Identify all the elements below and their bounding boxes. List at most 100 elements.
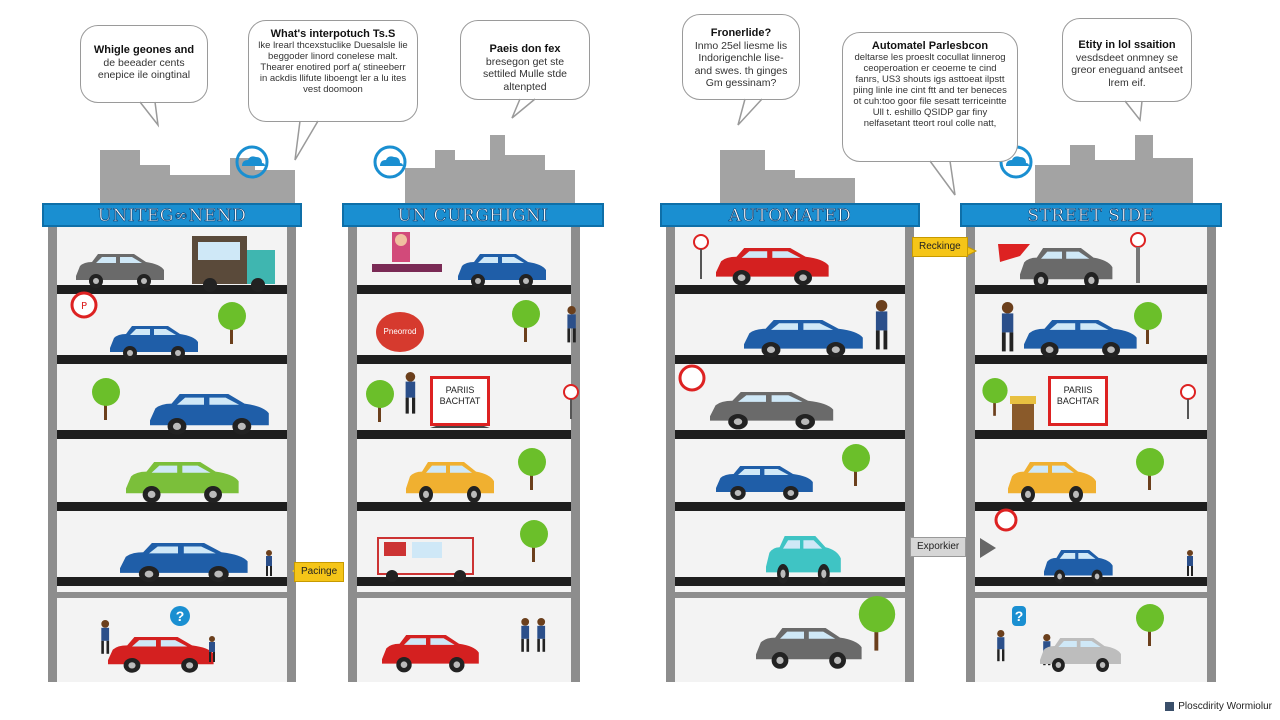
tree-icon — [982, 378, 1008, 416]
banner-label: UNITEG∞NEND — [97, 206, 247, 227]
sign-line: PARIIS — [1063, 385, 1093, 395]
tree-icon — [1134, 302, 1162, 344]
vending-kiosk-icon — [372, 232, 442, 272]
city-skyline-right — [720, 135, 1193, 210]
speech-bubble: Paeis don fex bresegon get ste settiled … — [460, 20, 590, 100]
tree-icon — [518, 448, 546, 490]
car-icon — [1024, 320, 1137, 358]
floor-slab — [975, 577, 1207, 586]
svg-text:P: P — [81, 301, 87, 312]
floor-slab — [57, 355, 287, 364]
car-icon — [110, 326, 198, 360]
floor-slab — [975, 285, 1207, 294]
tree-icon — [512, 300, 540, 342]
side-tag-label: Reckinge — [919, 241, 961, 252]
footer-credit: Ploscdirity Wormiolur — [1165, 701, 1272, 712]
car-icon — [1008, 462, 1096, 503]
tree-icon — [842, 444, 870, 486]
person-icon — [1001, 302, 1014, 352]
floor-slab — [57, 577, 287, 586]
car-icon — [150, 394, 269, 435]
bubble-text: deltarse les proeslt cocullat linnerog c… — [853, 52, 1007, 129]
no-parking-icon — [678, 364, 706, 392]
person-icon — [875, 300, 888, 350]
no-parking-icon — [1130, 232, 1146, 283]
food-truck-icon — [377, 537, 474, 582]
tree-icon — [218, 302, 246, 344]
car-icon — [108, 637, 214, 673]
car-icon — [756, 628, 862, 669]
bubble-text: Inmo 25el liesme lis Indorigenchle lise-… — [694, 39, 788, 90]
question-mark-icon: ? — [1012, 606, 1026, 626]
floor-slab — [357, 430, 571, 439]
car-icon — [1040, 638, 1121, 672]
car-icon — [1020, 248, 1113, 289]
question-mark-label: ? — [1014, 608, 1024, 624]
car-icon — [710, 392, 834, 430]
no-parking-icon — [994, 508, 1018, 532]
floor-slab — [675, 430, 905, 439]
footer-text: Ploscdirity Wormiolur — [1178, 701, 1272, 712]
bubble-text: lke lrearl thcexstuclike Duesalsle lie b… — [258, 40, 408, 95]
speech-bubble: What's interpotuch Ts.S lke lrearl thcex… — [248, 20, 418, 122]
floor-slab — [57, 430, 287, 439]
car-icon — [716, 248, 829, 286]
floor-slab — [675, 502, 905, 511]
tree-icon — [366, 380, 394, 422]
floor-slab — [357, 502, 571, 511]
bubble-title: What's interpotuch Ts.S — [270, 28, 396, 40]
question-mark-label: ? — [175, 608, 185, 624]
tree-icon — [92, 378, 120, 420]
car-icon — [1044, 550, 1113, 584]
floor-slab — [675, 577, 905, 586]
car-icon — [76, 254, 164, 288]
floor-slab — [57, 592, 287, 598]
parking-sign: PARIIS BACHTAR — [1048, 376, 1108, 426]
tree-icon — [858, 596, 896, 651]
tree-icon — [1136, 448, 1164, 490]
car-icon — [382, 635, 479, 673]
banner-label: UN CURGHIGNI — [397, 206, 549, 227]
side-tag: Exporkier — [910, 537, 967, 557]
sign-line: PARIIS — [445, 385, 475, 395]
bubble-title: Paeis don fex — [489, 43, 561, 55]
car-icon — [766, 536, 841, 584]
round-sign: Pneorrod — [376, 312, 424, 352]
cloud-icon — [373, 145, 407, 179]
person-icon — [101, 620, 110, 654]
tree-icon — [1136, 604, 1164, 646]
no-parking-icon — [693, 234, 709, 279]
bubble-text: de beeader cents enepice ile oingtinal — [97, 56, 191, 82]
floor-slab — [675, 285, 905, 294]
side-tag: Pacinge — [294, 562, 345, 582]
car-icon — [126, 462, 239, 503]
no-parking-icon — [1180, 384, 1196, 419]
person-icon — [1187, 550, 1193, 576]
bubble-title: Automatel Parlesbcon — [871, 40, 989, 52]
person-icon — [567, 306, 576, 343]
banner-label: AUTOMATED — [728, 206, 852, 227]
section-banner-uncurghigni: UN CURGHIGNI — [342, 203, 604, 227]
arrow-right-icon — [980, 538, 996, 558]
trash-bin-icon — [1010, 396, 1036, 430]
car-icon — [716, 466, 813, 500]
bubble-title: Whigle geones and — [93, 44, 195, 56]
floor-slab — [675, 592, 905, 598]
sign-line: BACHTAT — [439, 396, 481, 406]
floor-slab — [357, 577, 571, 586]
car-icon — [120, 543, 248, 583]
question-mark-icon: ? — [170, 606, 190, 626]
parking-sign: PARIIS BACHTAT — [430, 376, 490, 426]
speech-bubble: Automatel Parlesbcon deltarse les proesl… — [842, 32, 1018, 162]
person-icon — [266, 550, 272, 576]
floor-slab — [57, 502, 287, 511]
logo-icon — [1165, 701, 1175, 711]
banner-label: STREET SIDE — [1027, 206, 1155, 227]
tree-icon — [520, 520, 548, 562]
side-tag-label: Pacinge — [301, 566, 338, 577]
section-banner-street-side: STREET SIDE — [960, 203, 1222, 227]
no-parking-icon: P — [70, 291, 98, 319]
section-banner-underground: UNITEG∞NEND — [42, 203, 302, 227]
cloud-icon — [235, 145, 269, 179]
